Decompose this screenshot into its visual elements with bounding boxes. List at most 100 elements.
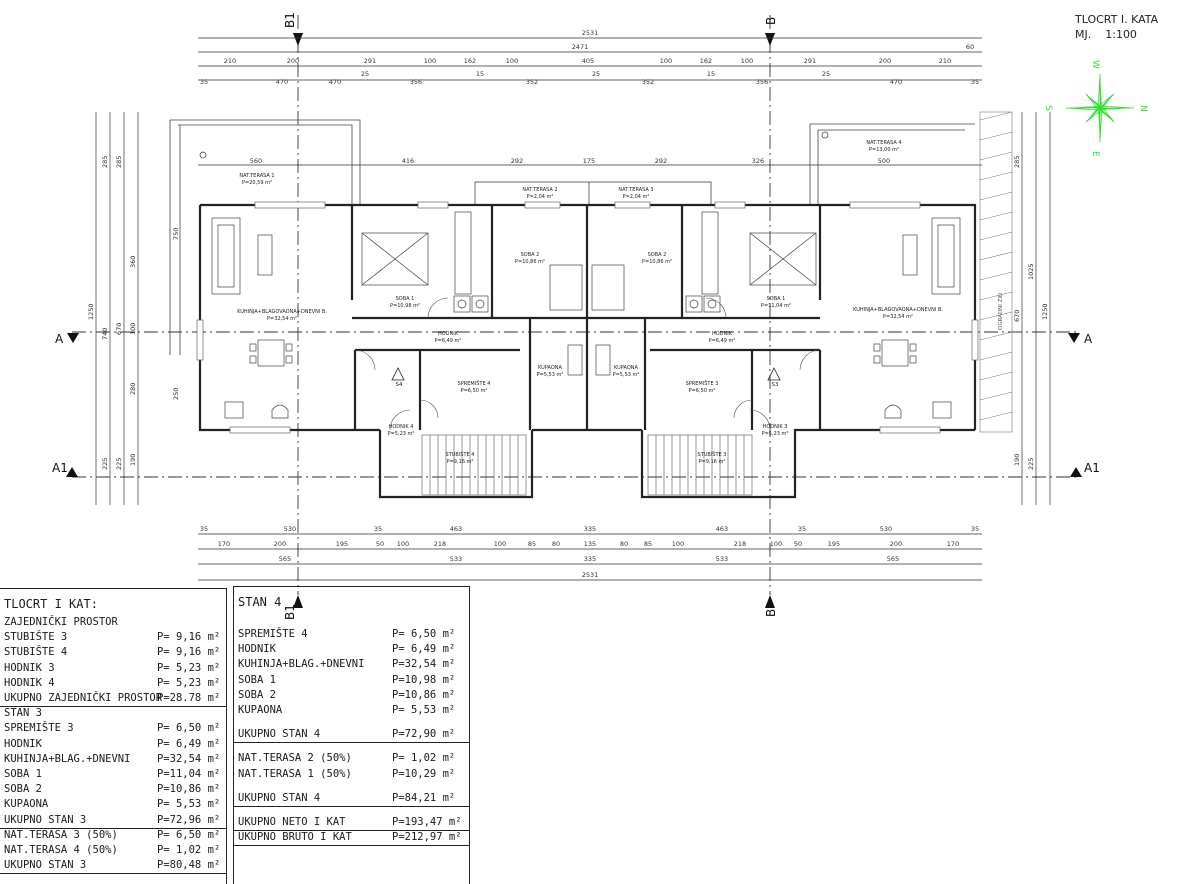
- row-value: P= 6,50 m²: [157, 722, 221, 735]
- row-value: P= 6,50 m²: [157, 828, 221, 841]
- row-value: P=212,97 m²: [392, 831, 462, 844]
- section-label-a-left: A: [55, 332, 64, 346]
- drawing-title: TLOCRT I. KATA: [1075, 13, 1159, 26]
- compass-point: [1097, 73, 1101, 109]
- dim-label: 218: [734, 540, 746, 548]
- dim-label: 292: [655, 157, 667, 165]
- dim-label: 35: [971, 78, 979, 86]
- dim-label: 740: [101, 328, 109, 340]
- compass-point: [1099, 93, 1115, 109]
- dim-label: 470: [890, 78, 902, 86]
- dim-top-total: 2531: [582, 29, 599, 37]
- top-dimension-labels: 2531 2471 60 210 200 291 100 162 100 405…: [200, 29, 979, 165]
- dim-label: 565: [279, 555, 291, 563]
- compass-n: N: [1138, 105, 1148, 112]
- room-area: P=6,49 m²: [435, 338, 462, 344]
- room-name: HODNIK 3: [763, 424, 788, 430]
- table-row: NAT.TERASA 2 (50%)P= 1,02 m²: [234, 751, 469, 766]
- boundary-wall: [979, 111, 1013, 433]
- dim-label: 292: [511, 157, 523, 165]
- dim-label: 470: [329, 78, 341, 86]
- wardrobe-left: [454, 211, 472, 295]
- row-label: STAN 3: [4, 707, 42, 720]
- compass-s: S: [1043, 105, 1053, 111]
- dim-label: 326: [752, 157, 764, 165]
- scale-label: MJ.: [1075, 28, 1092, 41]
- room-area: P=5,23 m²: [762, 431, 789, 437]
- dim-label: 80: [552, 540, 560, 548]
- compass-point: [1099, 107, 1115, 123]
- sofa-left: [211, 217, 241, 295]
- room-area: P=9,16 m²: [447, 459, 474, 465]
- section-label-a-right: A: [1084, 332, 1093, 346]
- row-value: P= 1,02 m²: [392, 752, 456, 765]
- compass-point: [1099, 107, 1103, 143]
- row-label: STUBIŠTE 4: [4, 646, 68, 659]
- boundary-wall-label: OGRADNI ZID: [998, 293, 1004, 330]
- compass-e: E: [1090, 151, 1100, 157]
- dim-label: 250: [172, 388, 180, 400]
- room-area: P=2,04 m²: [623, 194, 650, 200]
- bathroom-fixtures-right: [595, 344, 611, 376]
- row-value: P= 6,50 m²: [392, 628, 456, 640]
- dim-label: 35: [200, 78, 208, 86]
- section-labels: B1 B B1 B A A A1 A1: [52, 12, 1100, 620]
- room-name: KUHINJA+BLAGOVAONA+DNEVNI B.: [853, 307, 943, 313]
- section-label-b-bottom: B: [764, 609, 778, 617]
- room-area: P=20,59 m²: [242, 180, 272, 186]
- staircases: [421, 434, 753, 496]
- bottom-dimension-labels: 35 530 35 463 335 463 35 530 35 170 200 …: [200, 525, 979, 579]
- row-label: SOBA 2: [4, 783, 42, 796]
- dim-label: 195: [828, 540, 840, 548]
- wardrobe-right: [701, 211, 719, 295]
- room-area: P=5,53 m²: [537, 372, 564, 378]
- table-title-text: STAN 4: [238, 595, 282, 609]
- room-name: SOBA 2: [521, 252, 540, 258]
- row-value: P=28.78 m²: [157, 692, 221, 704]
- table-row: NAT.TERASA 4 (50%)P= 1,02 m²: [0, 843, 226, 858]
- building-walls: [198, 203, 977, 499]
- dim-label: 463: [450, 525, 462, 533]
- dim-label: 25: [592, 70, 600, 78]
- compass-point: [1065, 107, 1101, 111]
- dim-label: 170: [218, 540, 230, 548]
- dim-label: 750: [172, 228, 180, 240]
- row-value: P= 6,49 m²: [392, 643, 456, 656]
- dim-label: 225: [1027, 458, 1035, 470]
- dim-label: 162: [464, 57, 476, 65]
- side-dimension-labels: 1250 285 285 740 670 750 360 100 280 250…: [87, 156, 1049, 470]
- dim-label: 670: [115, 323, 123, 335]
- compass-point: [1100, 108, 1134, 110]
- row-value: P= 5,23 m²: [157, 676, 221, 689]
- dim-label: 285: [115, 156, 123, 168]
- row-label: UKUPNO STAN 3: [4, 859, 87, 872]
- dim-label: 200: [287, 57, 299, 65]
- section-markers: [66, 33, 1082, 608]
- row-value: P= 6,49 m²: [157, 737, 221, 750]
- row-label: SOBA 1: [4, 768, 42, 780]
- dim-label: 25: [822, 70, 830, 78]
- side-dimension-lines: [95, 112, 1051, 505]
- row-value: P=32,54 m²: [392, 658, 456, 671]
- compass-rose-icon: W E S N: [1043, 60, 1148, 157]
- table-title: STAN 4: [234, 595, 469, 610]
- room-name: SOBA 1: [396, 296, 415, 302]
- room-name: NAT.TERASA 3: [618, 187, 653, 193]
- dim-label: 100: [397, 540, 409, 548]
- dim-label: 1250: [1041, 303, 1049, 320]
- row-label: SPREMIŠTE 3: [4, 722, 74, 735]
- dim-label: 100: [741, 57, 753, 65]
- dim-label: 100: [506, 57, 518, 65]
